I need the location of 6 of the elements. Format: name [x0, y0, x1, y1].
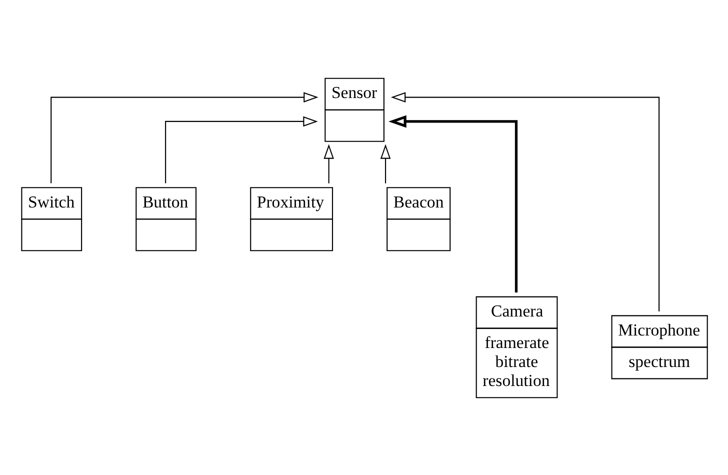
arrow — [388, 114, 518, 292]
arrow — [380, 144, 391, 183]
arrow — [390, 92, 660, 311]
arrow — [165, 116, 318, 183]
arrow — [50, 92, 318, 183]
arrow — [324, 144, 334, 183]
